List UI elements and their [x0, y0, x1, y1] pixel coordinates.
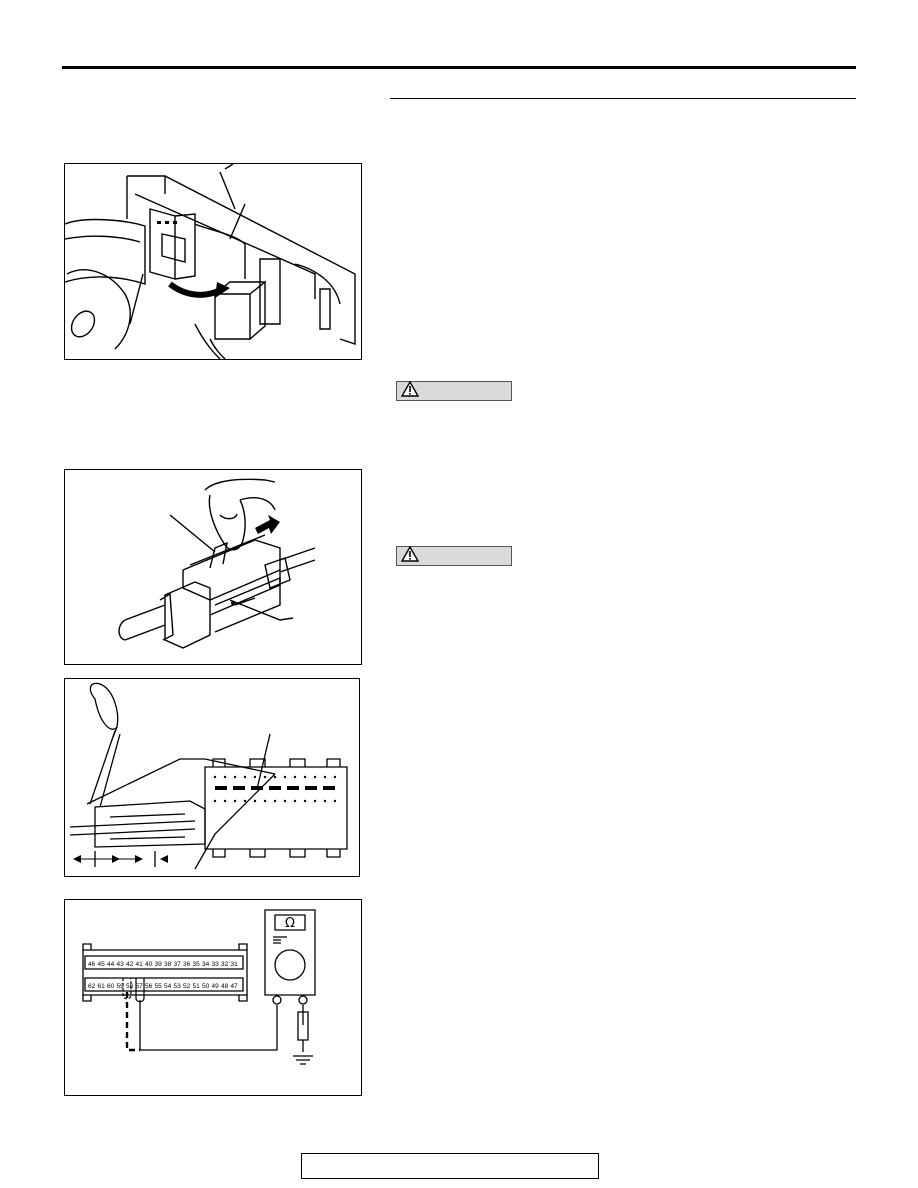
pins-top-row: 46 45 44 43 42 41 40 39 38 37 36 35 34 3…: [88, 961, 238, 968]
footer-box: [301, 1153, 599, 1179]
caution-box-2: [396, 545, 512, 567]
svg-text:45: 45: [98, 961, 106, 968]
svg-text:48: 48: [221, 983, 229, 990]
svg-text:53: 53: [174, 983, 182, 990]
svg-text:33: 33: [212, 961, 220, 968]
svg-text:57: 57: [136, 983, 144, 990]
svg-text:35: 35: [193, 961, 201, 968]
svg-text:36: 36: [183, 961, 191, 968]
header-rule: [62, 66, 856, 69]
svg-text:39: 39: [155, 961, 163, 968]
warning-triangle-icon: [400, 545, 420, 567]
svg-text:34: 34: [202, 961, 210, 968]
figure-connector-release: [64, 469, 362, 665]
svg-text:40: 40: [145, 961, 153, 968]
svg-text:31: 31: [231, 961, 239, 968]
svg-text:51: 51: [193, 983, 201, 990]
svg-text:52: 52: [183, 983, 191, 990]
svg-text:56: 56: [145, 983, 153, 990]
svg-text:55: 55: [155, 983, 163, 990]
svg-text:32: 32: [221, 961, 229, 968]
svg-text:49: 49: [212, 983, 220, 990]
section-rule: [390, 98, 856, 99]
pins-bottom-row: 62 61 60 59 58 57 56 55 54 53 52 51 50 4…: [88, 983, 238, 990]
svg-text:46: 46: [88, 961, 96, 968]
svg-text:61: 61: [98, 983, 106, 990]
figure-connector-lock: [64, 163, 362, 360]
terminal-removal-illustration: [69, 682, 348, 870]
svg-text:58: 58: [126, 983, 134, 990]
figure-terminal-removal: [64, 678, 360, 877]
caution-box-1: [396, 380, 512, 402]
ohm-symbol: Ω: [285, 916, 295, 931]
svg-text:62: 62: [88, 983, 96, 990]
svg-text:50: 50: [202, 983, 210, 990]
svg-text:43: 43: [117, 961, 125, 968]
continuity-check-illustration: Ω 46 45 44 43 42 41 40 39 38 37 36 35 34…: [82, 909, 316, 1065]
figure-continuity-check: Ω 46 45 44 43 42 41 40 39 38 37 36 35 34…: [64, 899, 362, 1096]
svg-text:41: 41: [136, 961, 144, 968]
svg-text:38: 38: [164, 961, 172, 968]
svg-text:44: 44: [107, 961, 115, 968]
connector-lock-illustration: [65, 164, 356, 359]
svg-text:37: 37: [174, 961, 182, 968]
svg-text:59: 59: [117, 983, 125, 990]
warning-triangle-icon: [400, 380, 420, 402]
connector-release-illustration: [118, 478, 316, 649]
svg-text:60: 60: [107, 983, 115, 990]
svg-text:54: 54: [164, 983, 172, 990]
svg-text:42: 42: [126, 961, 134, 968]
svg-text:47: 47: [231, 983, 239, 990]
